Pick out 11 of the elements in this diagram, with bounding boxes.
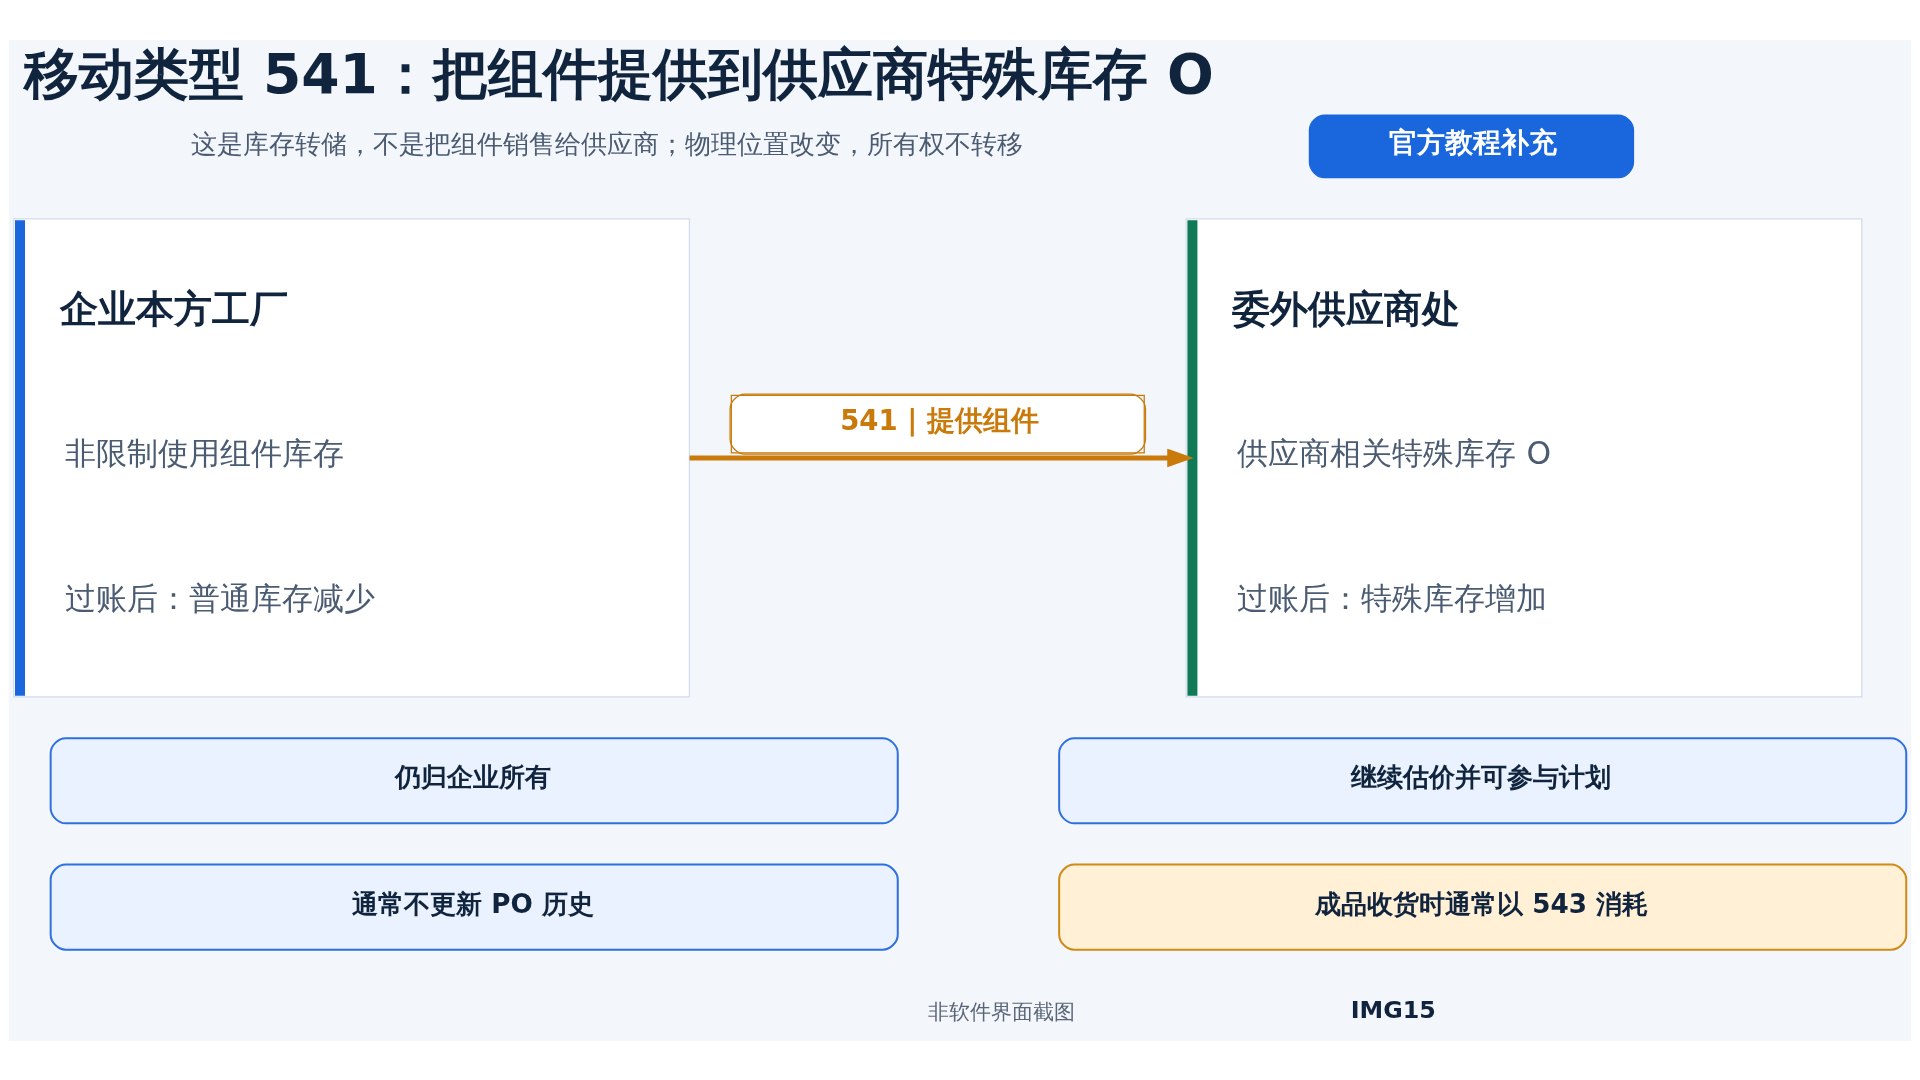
- node-box: 官方教程补充: [1308, 113, 1635, 178]
- diagram-title: 移动类型 541：把组件提供到供应商特殊库存 O: [23, 41, 1214, 106]
- label: 这是库存转储，不是把组件销售给供应商；物理位置改变，所有权不转移: [190, 128, 1023, 159]
- label: 非软件界面截图: [927, 998, 1075, 1024]
- node-box: 仍归企业所有: [49, 736, 899, 824]
- arrow: [689, 448, 1194, 467]
- label: IMG15: [1350, 995, 1436, 1024]
- edge-label: 541 | 提供组件: [840, 403, 1039, 436]
- node-box: 通常不更新 PO 历史: [49, 863, 899, 951]
- node-box: 成品收货时通常以 543 消耗: [1058, 863, 1908, 951]
- node-box: 继续估价并可参与计划: [1058, 736, 1908, 824]
